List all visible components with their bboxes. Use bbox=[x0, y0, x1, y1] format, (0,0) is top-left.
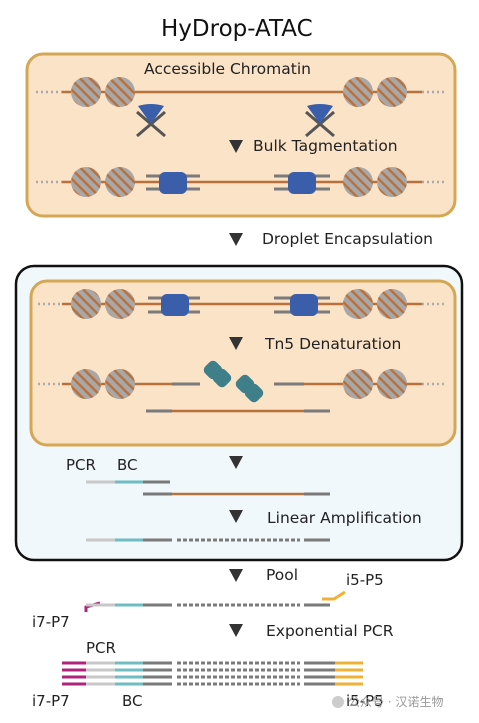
label-tn5-denaturation: Tn5 Denaturation bbox=[265, 335, 402, 353]
tn5-transposome bbox=[305, 104, 335, 138]
arrow-icon bbox=[229, 140, 243, 153]
primed-fragment bbox=[86, 480, 330, 496]
final-library bbox=[62, 661, 363, 686]
denatured-chromatin bbox=[38, 360, 444, 413]
wechat-icon bbox=[332, 696, 344, 708]
nucleosome bbox=[71, 77, 101, 107]
label-pool: Pool bbox=[266, 566, 299, 584]
pooled-product bbox=[84, 590, 346, 612]
arrow-icon bbox=[229, 624, 243, 637]
label-bc: BC bbox=[117, 456, 138, 474]
label-i7-p7-final: i7-P7 bbox=[32, 692, 70, 710]
label-pcr-final: PCR bbox=[86, 639, 116, 657]
label-exponential-pcr: Exponential PCR bbox=[266, 622, 394, 640]
label-i5-p5: i5-P5 bbox=[346, 571, 384, 589]
label-linear-amplification: Linear Amplification bbox=[267, 509, 422, 527]
label-accessible-chromatin: Accessible Chromatin bbox=[144, 60, 311, 78]
arrow-icon bbox=[229, 233, 243, 246]
free-tn5 bbox=[203, 360, 264, 403]
label-bulk-tagmentation: Bulk Tagmentation bbox=[253, 137, 398, 155]
accessible-chromatin-dna bbox=[36, 77, 444, 107]
tn5-transposome bbox=[136, 104, 166, 138]
tagmented-chromatin bbox=[36, 167, 444, 197]
nucleosome bbox=[377, 77, 407, 107]
arrow-icon bbox=[229, 337, 243, 350]
watermark: 公众号 · 汉诺生物 bbox=[348, 695, 444, 709]
nucleosome bbox=[343, 77, 373, 107]
arrow-icon bbox=[229, 510, 243, 523]
arrow-icon bbox=[229, 456, 243, 469]
droplet-tagmented-chromatin bbox=[38, 289, 444, 319]
diagram-title: HyDrop-ATAC bbox=[161, 16, 313, 42]
arrow-icon bbox=[229, 569, 243, 582]
label-i7-p7: i7-P7 bbox=[32, 613, 70, 631]
droplet-chromatin-box bbox=[29, 279, 457, 447]
label-bc-final: BC bbox=[122, 692, 143, 710]
nucleosome bbox=[105, 77, 135, 107]
label-droplet-encapsulation: Droplet Encapsulation bbox=[262, 230, 434, 248]
label-pcr: PCR bbox=[66, 456, 96, 474]
label-i5-p5-final: i5-P5 bbox=[346, 692, 384, 710]
